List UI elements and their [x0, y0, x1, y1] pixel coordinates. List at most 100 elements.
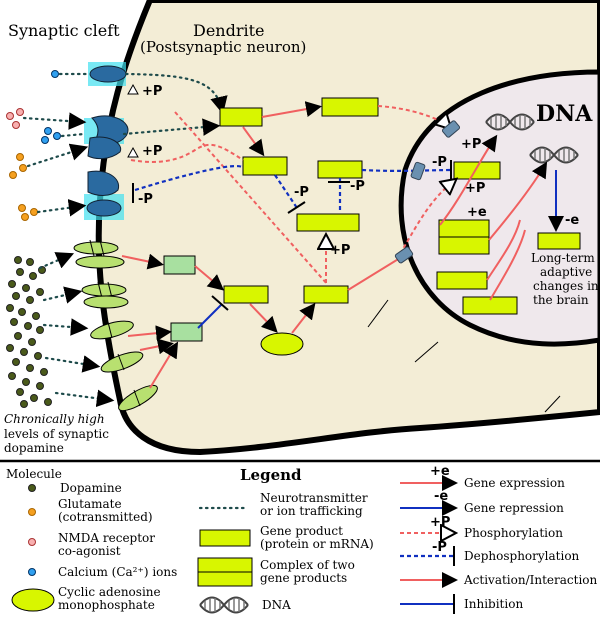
legend-title: Legend [240, 466, 302, 484]
dopamine-dot [16, 388, 24, 396]
legend-complex-2: gene products [260, 571, 347, 585]
dopamine-dot [44, 398, 52, 406]
dopamine-dot [12, 292, 20, 300]
legend-mark-plus-e: +e [430, 464, 450, 479]
dopamine-dot [26, 296, 34, 304]
trafficking-lines [22, 72, 228, 408]
dopamine-dot [40, 368, 48, 376]
chronic-line3: dopamine [4, 441, 64, 455]
dopamine-dot [14, 256, 22, 264]
dopamine-dot [18, 308, 26, 316]
legend-phosphorylation: Phosphorylation [464, 526, 563, 540]
dopamine-dot [10, 318, 18, 326]
dopamine-dot [16, 268, 24, 276]
long-term-line4: the brain [533, 293, 589, 307]
legend-glutamate-1: Glutamate [58, 497, 122, 511]
dopamine-dot [8, 372, 16, 380]
legend-mark-minus-e: -e [434, 489, 448, 504]
dopamine-dot [20, 348, 28, 356]
legend-activation: Activation/Interaction [463, 573, 598, 587]
legend-camp-2: monophosphate [58, 598, 155, 612]
mark-plus-p-2: +P [142, 144, 162, 159]
legend-calcium: Calcium (Ca²⁺) ions [58, 565, 177, 579]
glutamate-molecules [9, 153, 38, 221]
legend-gene-product-2: (protein or mRNA) [260, 537, 374, 551]
legend-dna-icon [199, 596, 249, 614]
mark-plus-e: +e [467, 205, 487, 220]
mark-plus-p-1: +P [142, 84, 162, 99]
gene-products [163, 97, 581, 342]
legend-complex-1: Complex of two [260, 558, 355, 572]
blue-receptor-top [88, 62, 127, 86]
blue-receptor-low [84, 170, 124, 220]
dopamine-molecules [6, 256, 52, 408]
dopamine-dot [32, 312, 40, 320]
inhibition-lines [197, 170, 564, 329]
activation-arrows [121, 101, 548, 389]
chronic-line2: levels of synaptic [4, 427, 109, 441]
dopamine-dot [22, 378, 30, 386]
camp-molecule [260, 332, 304, 356]
dopamine-dot [34, 352, 42, 360]
blue-receptor-mid [84, 115, 129, 160]
synaptic-cleft-label: Synaptic cleft [8, 21, 120, 40]
legend-gene-repression: Gene repression [464, 501, 564, 515]
mark-plus-p-5: +P [465, 181, 485, 196]
long-term-line2: adaptive [540, 265, 592, 279]
chronic-line1: Chronically high [4, 412, 105, 426]
dopamine-dot [29, 272, 37, 280]
legend-gene-product-1: Gene product [260, 524, 343, 538]
dopamine-dot [22, 284, 30, 292]
legend-gene-expression: Gene expression [464, 476, 565, 490]
dopamine-dot [36, 288, 44, 296]
phosphorylation-arrows [130, 105, 455, 286]
legend-nmda-2: co-agonist [58, 544, 121, 558]
dopamine-dot [6, 304, 14, 312]
dopamine-dot [36, 382, 44, 390]
legend-glutamate-2: (cotransmitted) [58, 510, 153, 524]
dopamine-dot [6, 344, 14, 352]
legend-dopamine: Dopamine [60, 481, 122, 495]
legend-middle: Legend Neurotransmitter or ion trafficki… [197, 466, 374, 614]
mark-plus-p-4: +P [461, 137, 481, 152]
legend-inhibition: Inhibition [464, 597, 523, 611]
long-term-line3: changes in [533, 279, 599, 293]
dopamine-dot [8, 280, 16, 288]
mark-minus-e: -e [565, 213, 579, 228]
mark-minus-p-1: -P [138, 192, 153, 207]
dopamine-dot [26, 364, 34, 372]
legend-molecules: Molecule Dopamine Glutamate (cotransmitt… [6, 467, 177, 612]
mark-plus-p-3: +P [330, 243, 350, 258]
legend-molecule-header: Molecule [6, 467, 62, 481]
legend-camp-1: Cyclic adenosine [58, 585, 161, 599]
dopamine-receptors [73, 239, 158, 412]
legend-trafficking-2: or ion trafficking [260, 504, 363, 518]
calcium-ions-mid [41, 127, 61, 144]
dopamine-dot [24, 322, 32, 330]
postsynaptic-label: (Postsynaptic neuron) [140, 38, 306, 56]
dopamine-dot [36, 326, 44, 334]
dopamine-dot [20, 400, 28, 408]
legend-mark-plus-p: +P [430, 515, 450, 530]
dopamine-dot [26, 258, 34, 266]
nmda-coagonist-molecules [6, 108, 24, 129]
legend-dna: DNA [262, 598, 291, 612]
calcium-ion-top [51, 70, 59, 78]
legend-trafficking-1: Neurotransmitter [260, 491, 368, 505]
mark-minus-p-2: -P [294, 185, 309, 200]
dopamine-dot [14, 332, 22, 340]
nuclear-pores [394, 120, 461, 264]
dopamine-dot [28, 338, 36, 346]
legend-dephosphorylation: Dephosphorylation [464, 549, 580, 563]
legend-right: +e Gene expression -e Gene repression +P… [400, 464, 598, 614]
dopamine-dot [12, 358, 20, 366]
dopamine-dot [30, 394, 38, 402]
legend-nmda-1: NMDA receptor [58, 531, 155, 545]
dna-title: DNA [536, 101, 593, 127]
long-term-line1: Long-term [531, 251, 595, 265]
dendrite-label: Dendrite [193, 21, 265, 40]
legend-mark-minus-p: -P [432, 540, 447, 555]
mark-minus-p-3: -P [350, 179, 365, 194]
